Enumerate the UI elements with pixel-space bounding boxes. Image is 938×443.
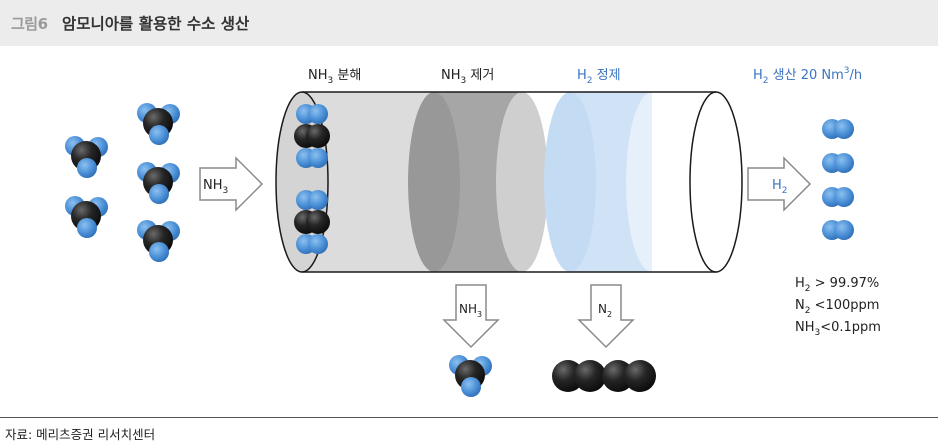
source-note: 자료: 메리츠증권 리서치센터 <box>5 427 156 442</box>
stage-label-decomposition: NH3 분해 <box>308 68 361 86</box>
figure-title: 암모니아를 활용한 수소 생산 <box>62 15 250 33</box>
n2-exhaust-label: N2 <box>598 302 612 319</box>
exhaust-n2-molecule <box>552 360 606 392</box>
nh3-molecule <box>137 103 180 145</box>
nh3-molecule <box>137 162 180 204</box>
output-arrow: H2 <box>747 156 812 212</box>
purity-specs: H2 > 99.97% N2 <100ppm NH3<0.1ppm <box>795 276 881 338</box>
output-arrow-label: H2 <box>772 178 788 196</box>
nh3-exhaust-arrow: NH3 <box>442 284 500 349</box>
nh3-molecule <box>65 136 108 178</box>
stage-label-h2-output: H2 생산 20 Nm3/h <box>753 66 862 86</box>
h2-molecule <box>822 187 854 207</box>
exhaust-n2-molecule <box>602 360 656 392</box>
h2-molecule <box>822 153 854 173</box>
title-bar: 그림6 암모니아를 활용한 수소 생산 <box>0 0 938 46</box>
n2-exhaust-arrow: N2 <box>577 284 635 349</box>
stage-label-h2-purification: H2 정제 <box>577 68 621 86</box>
nh3-removal-section <box>408 92 548 272</box>
output-h2-molecules <box>822 119 854 240</box>
spec-n2: N2 <100ppm <box>795 298 879 316</box>
nh3-molecule <box>137 220 180 262</box>
exhaust-nh3-molecule <box>449 355 492 397</box>
nh3-molecule <box>65 196 108 238</box>
diagram-canvas: NH3 NH3 분해 NH3 제 <box>65 66 881 397</box>
input-arrow: NH3 <box>199 156 264 212</box>
h2-molecule <box>822 220 854 240</box>
decomposition-cluster <box>294 104 330 168</box>
footer-divider <box>0 417 938 418</box>
stage-label-nh3-removal: NH3 제거 <box>441 68 494 86</box>
h2-molecule <box>822 119 854 139</box>
input-nh3-molecules <box>65 103 180 262</box>
reactor-cylinder <box>275 91 743 273</box>
figure-number: 그림6 <box>11 15 48 33</box>
spec-h2: H2 > 99.97% <box>795 276 879 294</box>
nh3-exhaust-label: NH3 <box>459 302 482 319</box>
decomposition-cluster <box>294 190 330 254</box>
spec-nh3: NH3<0.1ppm <box>795 320 881 338</box>
input-arrow-label: NH3 <box>203 178 228 196</box>
